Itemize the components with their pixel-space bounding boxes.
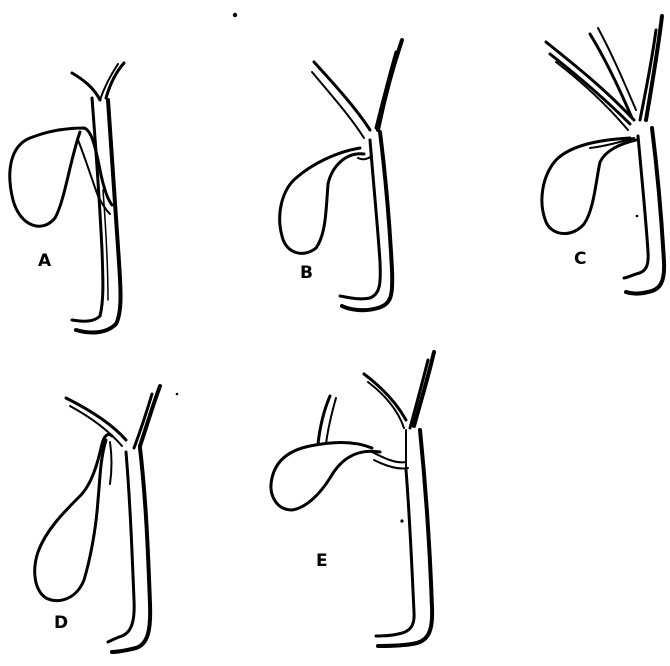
panel-d-duct: [66, 386, 160, 652]
ink-speck: [233, 13, 237, 17]
ink-speck: [636, 215, 639, 218]
panel-b: B: [280, 40, 402, 310]
panel-label: E: [316, 551, 328, 571]
panel-c: C: [542, 16, 664, 294]
panel-label: D: [54, 613, 68, 633]
panel-label: A: [38, 251, 52, 271]
ink-speck: [400, 519, 403, 522]
panel-label: C: [574, 249, 586, 269]
panel-a: A: [10, 63, 124, 332]
panel-b-duct: [312, 40, 402, 310]
panel-d-gallbladder: [35, 434, 112, 600]
panel-b-gallbladder: [280, 148, 372, 253]
panel-e-duct: [364, 352, 434, 646]
ink-speck: [176, 393, 179, 396]
panel-e: E: [271, 352, 434, 646]
panel-label: B: [300, 263, 313, 283]
panel-e-gallbladder: [271, 396, 408, 510]
panel-c-gallbladder: [542, 138, 636, 234]
panel-d: D: [35, 386, 160, 652]
